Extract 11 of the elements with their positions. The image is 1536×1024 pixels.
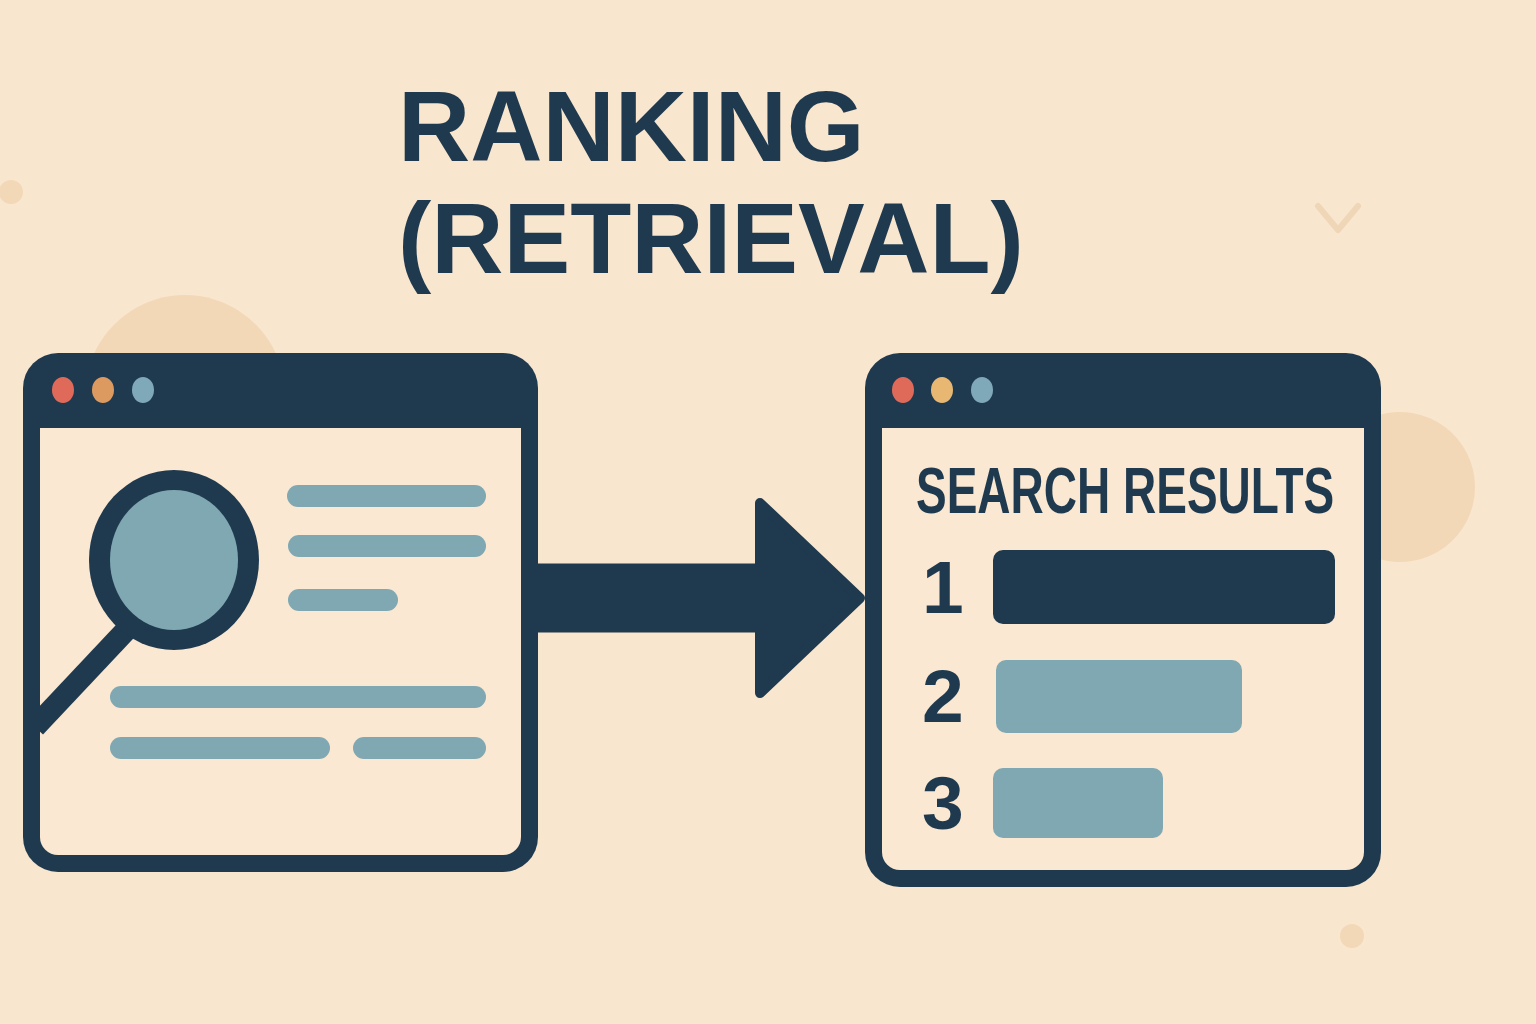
browser-window-illustration [23,353,538,872]
results-heading: SEARCH RESULTS [916,454,1335,529]
result-bar [996,660,1242,733]
diagram-title: RANKING (RETRIEVAL) [398,70,1024,294]
result-bar [993,768,1163,838]
browser-window [865,353,1381,887]
arrow [538,498,865,698]
result-bar [993,550,1335,624]
rank-number: 1 [922,544,964,631]
rank-number: 3 [922,760,964,847]
rank-number: 2 [922,653,964,740]
